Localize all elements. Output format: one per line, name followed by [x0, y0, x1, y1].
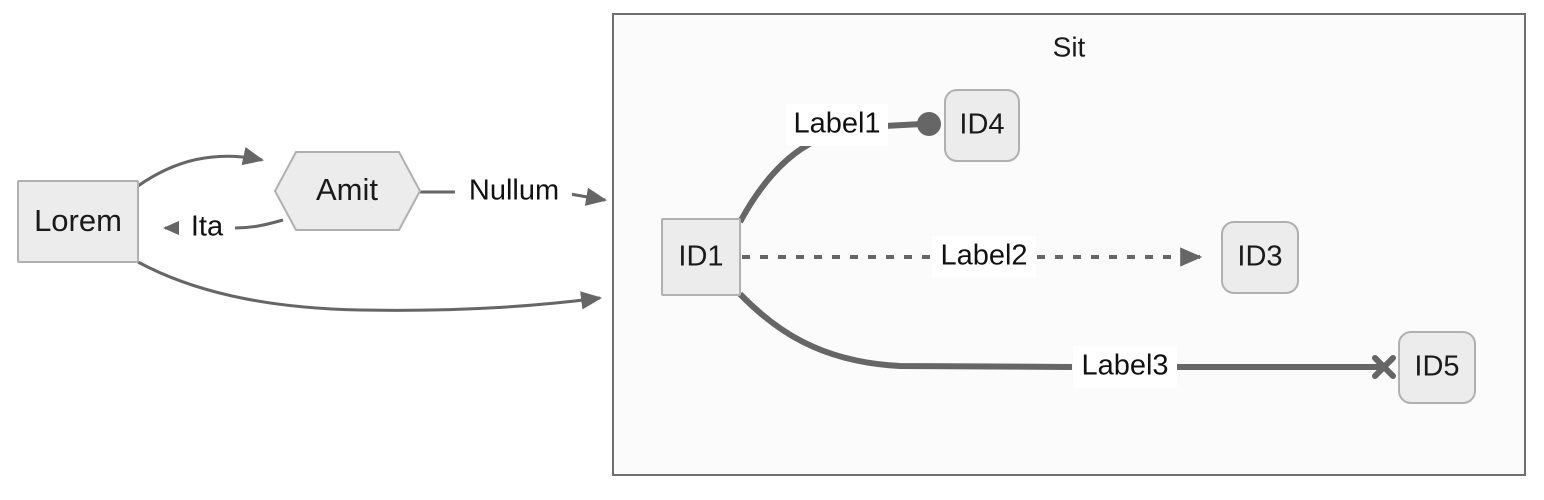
edge-amit-to-lorem-path	[162, 218, 284, 238]
circle-marker-id4	[917, 112, 941, 136]
node-lorem-label: Lorem	[34, 203, 122, 238]
cluster-boundary	[612, 13, 1526, 476]
node-id1[interactable]: ID1	[661, 218, 741, 296]
edge-label-bg-nullum	[456, 171, 572, 213]
edge-lorem-to-amit[interactable]	[137, 147, 265, 188]
node-id3[interactable]: ID3	[1221, 221, 1299, 294]
edge-lorem-to-cluster-path	[137, 260, 603, 312]
node-id1-shape	[661, 218, 741, 296]
edge-label-label2: Label2	[940, 240, 1027, 272]
edge-amit-to-cluster-path	[420, 192, 605, 200]
edge-label-bg-ita	[179, 208, 235, 248]
node-id5[interactable]: ID5	[1398, 331, 1476, 404]
edge-id1-to-id3[interactable]: Label2	[742, 236, 1203, 278]
node-lorem-shape	[17, 180, 139, 263]
node-id3-shape	[1221, 221, 1299, 294]
node-id5-label: ID5	[1414, 351, 1459, 383]
cross-marker-id5	[1372, 355, 1396, 379]
edge-amit-to-cluster[interactable]: Nullum	[420, 171, 605, 213]
edge-id1-to-id4-stub	[884, 121, 923, 129]
edge-label-label1: Label1	[793, 108, 880, 140]
node-id4-shape	[944, 89, 1020, 162]
edge-label-bg-label1	[786, 104, 888, 146]
node-id5-shape	[1398, 331, 1476, 404]
cluster-sit: Sit	[612, 13, 1526, 476]
edge-label-label3: Label3	[1081, 350, 1168, 382]
node-id3-label: ID3	[1237, 241, 1282, 273]
node-amit[interactable]: Amit	[273, 151, 422, 231]
node-amit-shape	[273, 151, 422, 231]
edge-label-nullum: Nullum	[469, 175, 559, 207]
edge-label-bg-label3	[1073, 346, 1177, 388]
node-id4[interactable]: ID4	[944, 89, 1020, 162]
edge-amit-to-lorem[interactable]: Ita	[162, 208, 284, 248]
edge-label-ita: Ita	[191, 211, 224, 243]
node-amit-label: Amit	[316, 172, 378, 207]
cluster-title: Sit	[1053, 31, 1086, 62]
edge-lorem-to-amit-path	[137, 147, 265, 188]
node-lorem[interactable]: Lorem	[17, 180, 139, 263]
edge-id1-to-id4[interactable]: Label1	[737, 104, 941, 224]
edge-label-bg-label2	[932, 236, 1036, 278]
edge-lorem-to-cluster[interactable]	[137, 260, 603, 312]
edge-id1-to-id5[interactable]: Label3	[737, 291, 1396, 388]
edge-id1-to-id5-curve	[737, 291, 1073, 370]
node-id4-label: ID4	[959, 109, 1004, 141]
node-id1-label: ID1	[678, 241, 723, 273]
